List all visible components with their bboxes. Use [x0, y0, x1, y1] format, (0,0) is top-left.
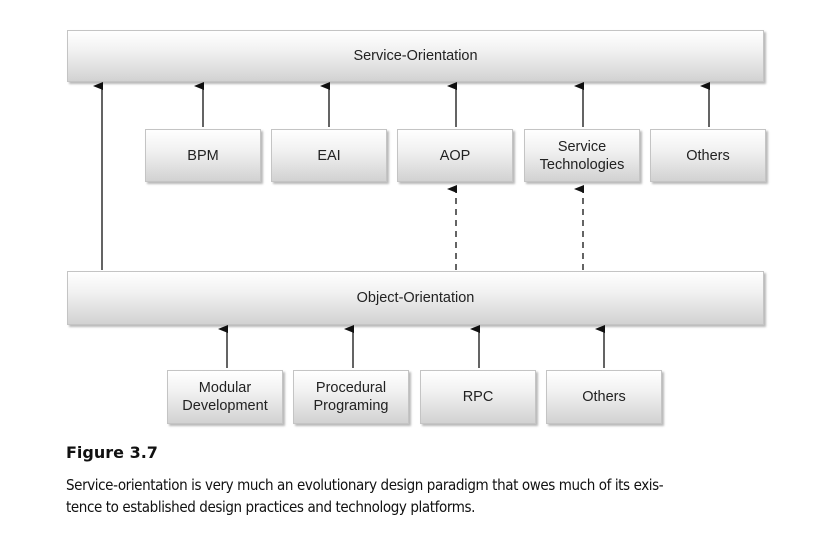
- others-top-label: Others: [686, 147, 730, 164]
- bpm-box: BPM: [145, 129, 261, 182]
- rpc-box: RPC: [420, 370, 536, 424]
- service-orientation-label: Service-Orientation: [353, 48, 478, 64]
- modular-development-label: Modular Development: [182, 380, 268, 414]
- others-bottom-label: Others: [582, 389, 626, 405]
- aop-box: AOP: [397, 129, 513, 182]
- object-orientation-box: Object-Orientation: [67, 271, 764, 325]
- modular-development-box: Modular Development: [167, 370, 283, 424]
- service-technologies-label: Service Technologies: [539, 138, 625, 173]
- service-technologies-box: Service Technologies: [524, 129, 640, 182]
- eai-box: EAI: [271, 129, 387, 182]
- eai-label: EAI: [317, 147, 341, 164]
- procedural-programing-box: Procedural Programing: [293, 370, 409, 424]
- figure-title: Figure 3.7: [66, 443, 158, 462]
- procedural-programing-label: Procedural Programing: [313, 380, 389, 414]
- others-top-box: Others: [650, 129, 766, 182]
- object-orientation-label: Object-Orientation: [356, 290, 475, 306]
- aop-label: AOP: [439, 147, 471, 164]
- others-bottom-box: Others: [546, 370, 662, 424]
- figure-caption: Service-orientation is very much an evol…: [66, 474, 766, 518]
- figure-caption-line-2: tence to established design practices an…: [66, 498, 475, 516]
- service-orientation-box: Service-Orientation: [67, 30, 764, 82]
- rpc-label: RPC: [462, 389, 494, 405]
- figure-caption-line-1: Service-orientation is very much an evol…: [66, 476, 664, 494]
- bpm-label: BPM: [187, 147, 219, 164]
